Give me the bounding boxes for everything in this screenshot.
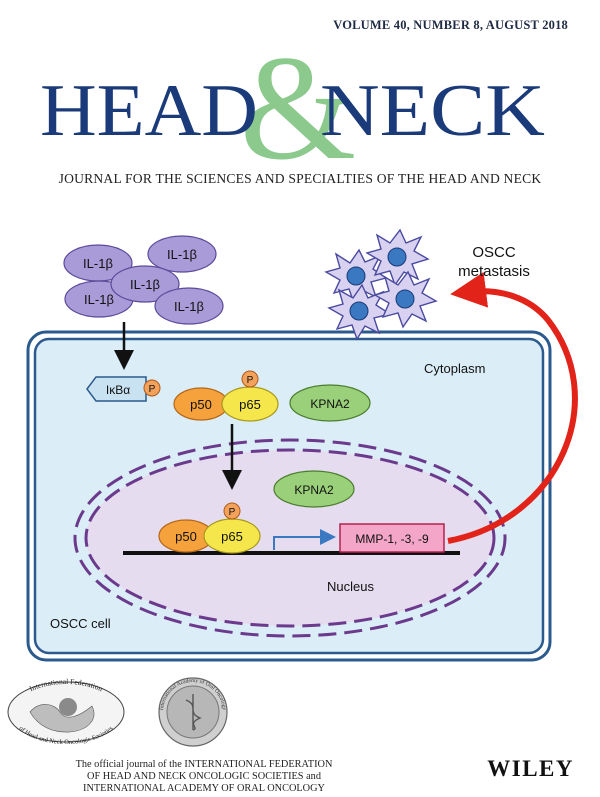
society-seals: International Federation of Head and Nec… — [7, 677, 228, 747]
cytokine-5 — [154, 287, 224, 325]
metastatic-nucleus-3 — [349, 301, 369, 321]
journal-subtitle: JOURNAL FOR THE SCIENCES AND SPECIALTIES… — [58, 171, 542, 186]
journal-masthead: & HEAD NECK — [40, 40, 545, 170]
p65-phospho-cytoplasm-label: P — [247, 375, 254, 386]
mmp-gene-label: MMP-1, -3, -9 — [355, 532, 429, 546]
ikb-phospho-label: P — [149, 384, 156, 395]
publisher-logo: WILEY — [487, 756, 574, 781]
metastasis-arrow — [447, 271, 578, 544]
cytoplasm-label: Cytoplasm — [424, 361, 485, 376]
p65-nucleus-label: p65 — [221, 529, 243, 544]
ifhnos-seal: International Federation of Head and Nec… — [7, 677, 125, 746]
cover-figure: IL-1β IL-1β IL-1β IL-1β IL-1β IκBα P p50… — [26, 228, 578, 662]
transcription-arrow — [273, 529, 336, 550]
footer-line-3: INTERNATIONAL ACADEMY OF ORAL ONCOLOGY — [83, 783, 325, 794]
masthead-amp: & — [240, 40, 357, 170]
metastatic-nucleus-4 — [395, 289, 415, 309]
issue-line: VOLUME 40, NUMBER 8, AUGUST 2018 — [333, 18, 568, 32]
cytokine-label-4: IL-1β — [130, 277, 160, 292]
metastatic-nucleus-1 — [346, 266, 366, 286]
metastasis-label-2: metastasis — [458, 263, 530, 280]
metastatic-cells — [324, 228, 438, 341]
footer-line-1: The official journal of the INTERNATIONA… — [75, 759, 333, 770]
cytokine-label-3: IL-1β — [84, 292, 114, 307]
p50-cytoplasm-label: p50 — [190, 397, 212, 412]
kpna2-cytoplasm — [289, 384, 371, 422]
p65-phospho-nucleus-label: P — [229, 507, 236, 518]
cytokine-label-1: IL-1β — [83, 256, 113, 271]
masthead-neck: NECK — [320, 70, 545, 152]
ikb-phospho — [143, 379, 161, 397]
p65-cytoplasm-label: p65 — [239, 397, 261, 412]
ikb-label: IκBα — [106, 383, 130, 397]
p50-nucleus-label: p50 — [175, 529, 197, 544]
p65-phospho-cytoplasm — [241, 370, 259, 388]
kpna2-nucleus-label: KPNA2 — [294, 483, 334, 497]
cell-membrane-outer — [26, 330, 552, 662]
cytokine-label-2: IL-1β — [167, 247, 197, 262]
kpna2-nucleus — [273, 470, 355, 508]
cytokine-2 — [147, 235, 217, 273]
masthead-head: HEAD — [40, 70, 258, 152]
cell-label: OSCC cell — [50, 616, 111, 631]
nucleus-membrane-outer — [73, 438, 507, 638]
cytokine-cluster: IL-1β IL-1β IL-1β IL-1β IL-1β — [63, 235, 224, 325]
p65-phospho-nucleus — [223, 502, 241, 520]
metastatic-nucleus-2 — [387, 247, 407, 267]
kpna2-cytoplasm-label: KPNA2 — [310, 397, 350, 411]
footer-line-2: OF HEAD AND NECK ONCOLOGIC SOCIETIES and — [87, 771, 321, 782]
cytokine-4 — [110, 265, 180, 303]
cytokine-label-5: IL-1β — [174, 299, 204, 314]
metastasis-label-1: OSCC — [472, 244, 516, 261]
footer-statement: The official journal of the INTERNATIONA… — [14, 759, 394, 795]
nucleus-label: Nucleus — [327, 579, 374, 594]
mmp-gene-box — [339, 523, 445, 553]
iaoo-seal: International Academy of Oral Oncology — [158, 677, 228, 747]
